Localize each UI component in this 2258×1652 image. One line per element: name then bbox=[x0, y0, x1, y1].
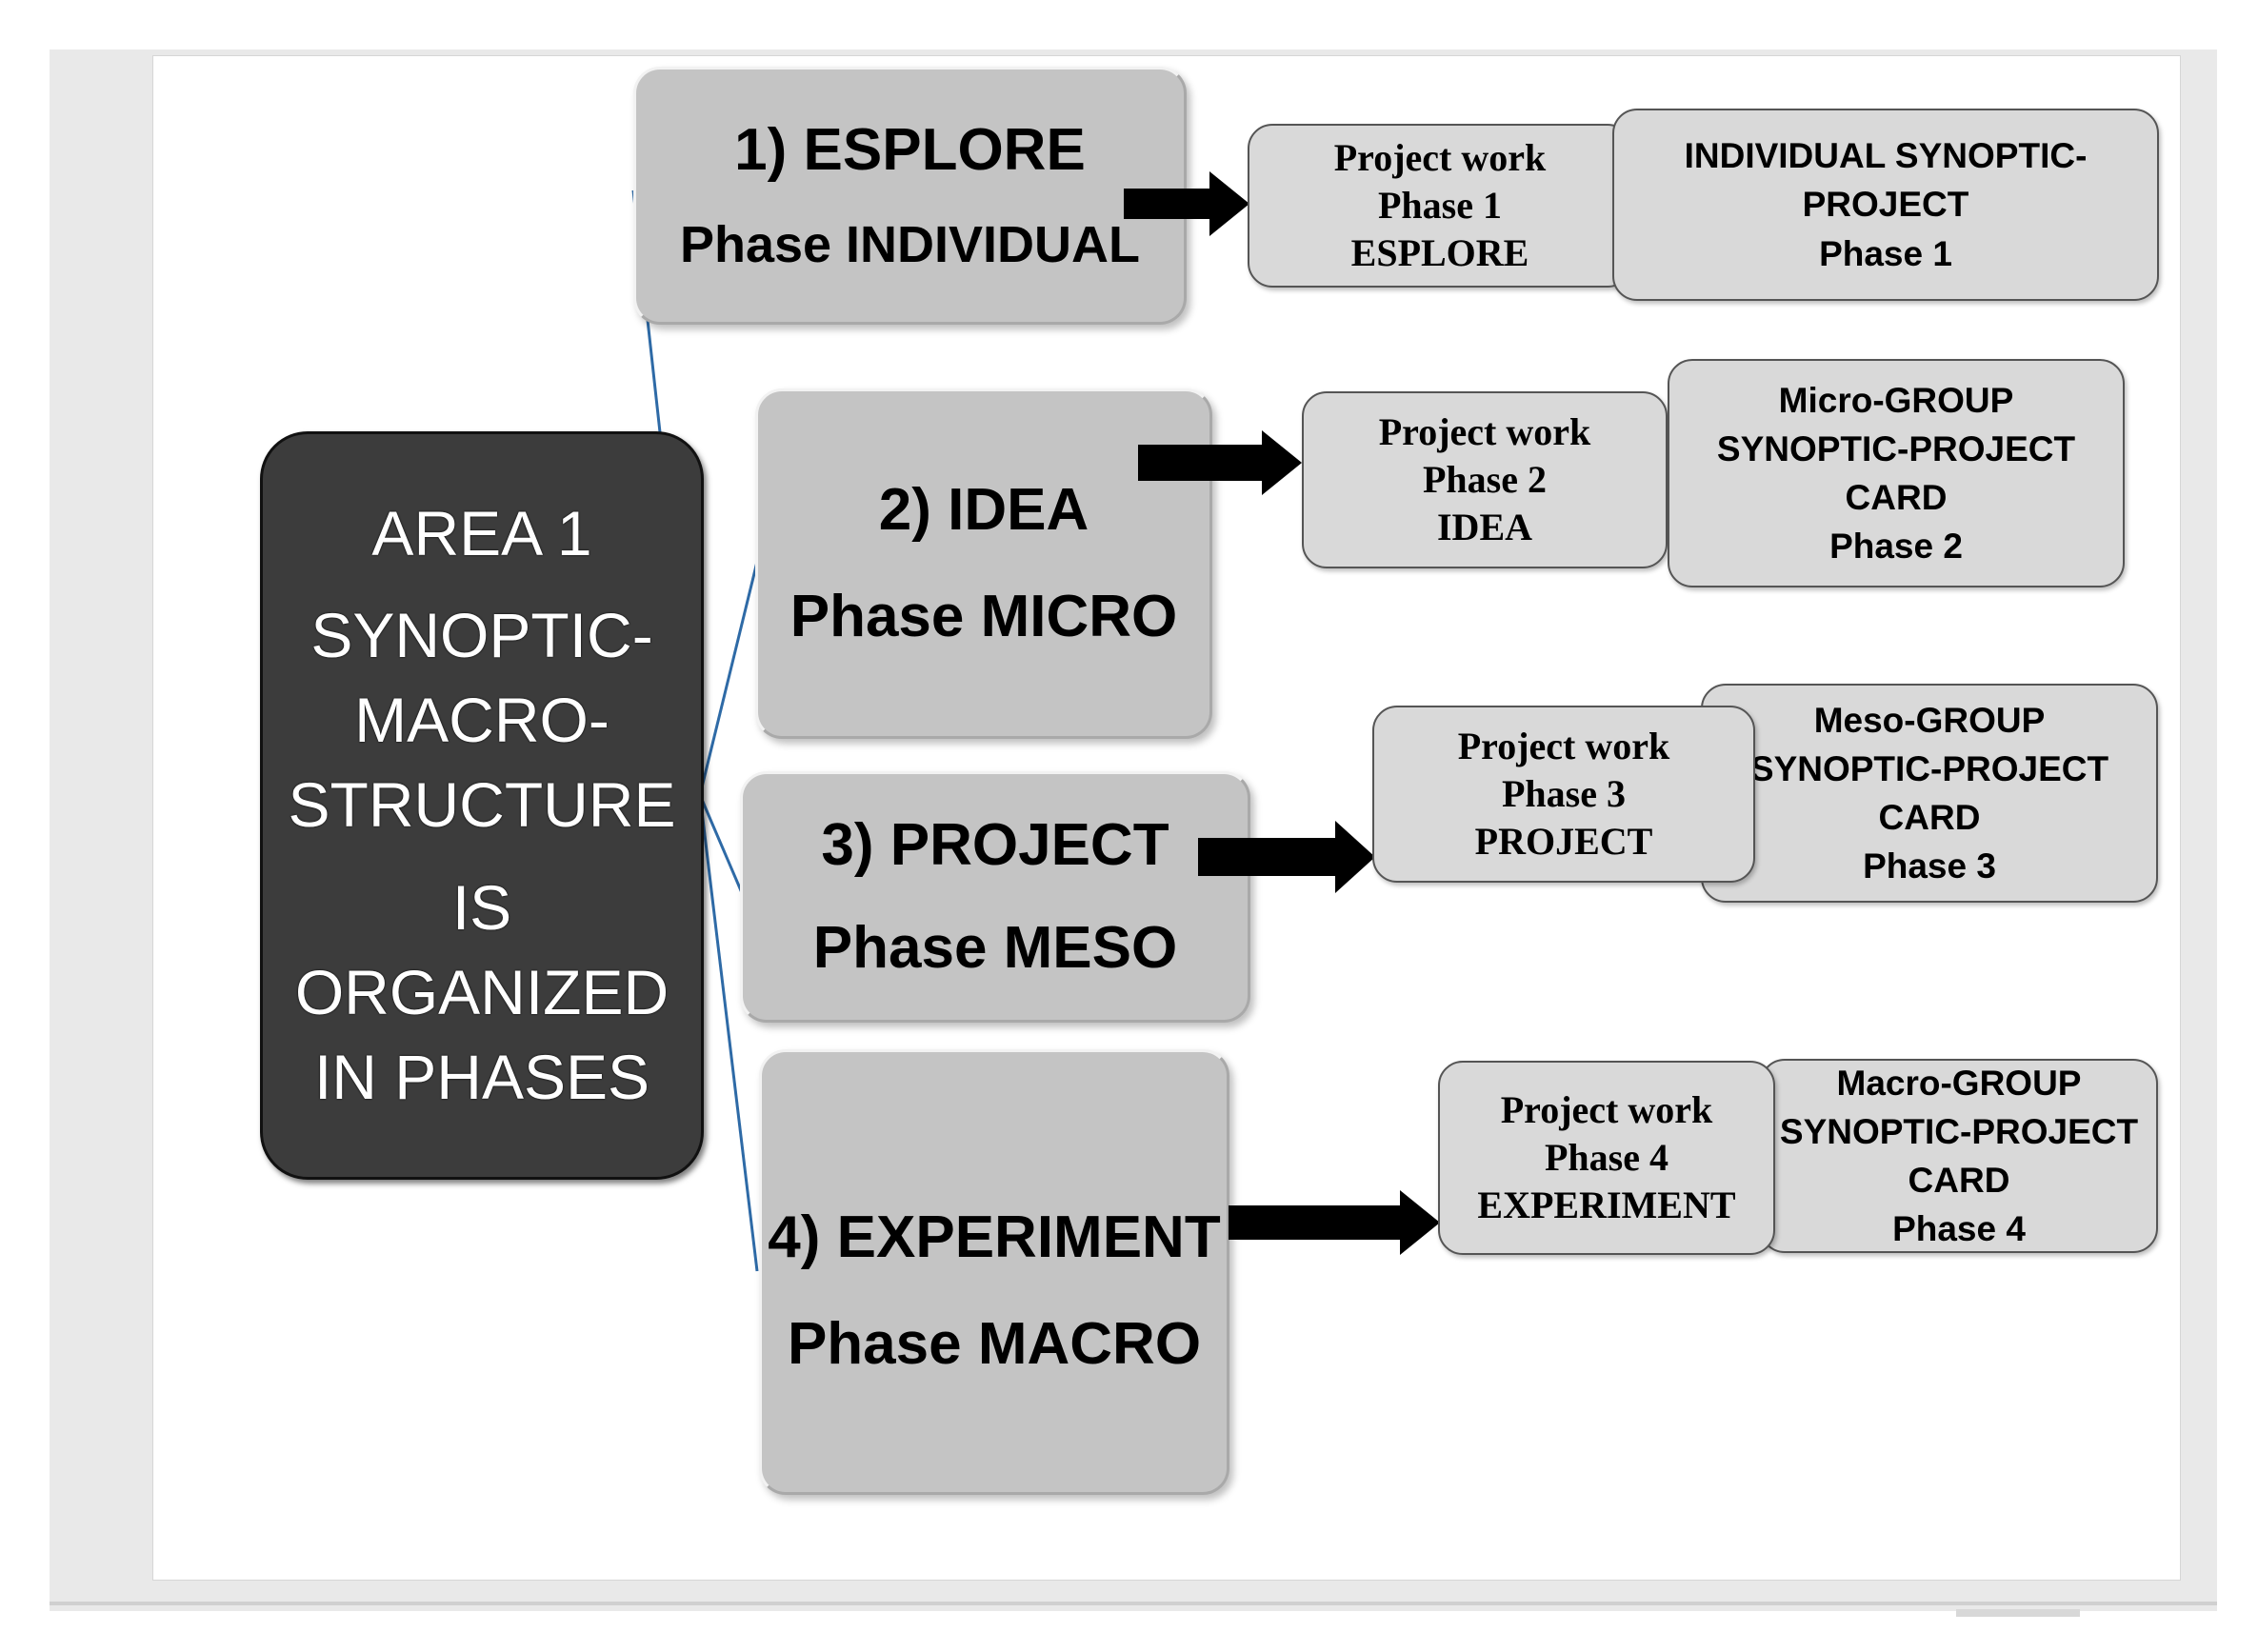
phase-box-1: 1) ESPLORE Phase INDIVIDUAL bbox=[633, 67, 1187, 325]
viewer-bottom-edge bbox=[50, 1602, 2217, 1605]
arrow-phase-4 bbox=[1229, 1188, 1440, 1257]
horizontal-scrollbar[interactable] bbox=[1956, 1609, 2080, 1617]
connector-phase-2 bbox=[698, 561, 759, 796]
arrow-phase-1 bbox=[1124, 171, 1249, 236]
phase-title: 4) EXPERIMENT bbox=[768, 1204, 1221, 1270]
central-tail: ORGANIZED IN PHASES bbox=[294, 956, 669, 1112]
phase-subtitle: Phase MESO bbox=[812, 915, 1178, 981]
project-work-card-4: Project work Phase 4 EXPERIMENT bbox=[1438, 1061, 1775, 1255]
phase-title: 1) ESPLORE bbox=[734, 116, 1086, 183]
connector-phase-3 bbox=[698, 794, 745, 896]
synoptic-card-1: INDIVIDUAL SYNOPTIC- PROJECT Phase 1 bbox=[1612, 109, 2159, 301]
project-work-card-3: Project work Phase 3 PROJECT bbox=[1372, 706, 1755, 883]
phase-subtitle: Phase INDIVIDUAL bbox=[679, 216, 1141, 274]
arrow-phase-3 bbox=[1198, 821, 1375, 893]
project-work-card-2: Project work Phase 2 IDEA bbox=[1302, 391, 1668, 568]
phase-box-4: 4) EXPERIMENT Phase MACRO bbox=[759, 1049, 1229, 1495]
project-work-card-1: Project work Phase 1 ESPLORE bbox=[1248, 124, 1632, 288]
phase-subtitle: Phase MACRO bbox=[787, 1311, 1202, 1377]
synoptic-card-2: Micro-GROUP SYNOPTIC-PROJECT CARD Phase … bbox=[1668, 359, 2125, 587]
central-title: AREA 1 bbox=[371, 498, 592, 569]
central-is: IS bbox=[451, 871, 512, 943]
synoptic-card-3: Meso-GROUP SYNOPTIC-PROJECT CARD Phase 3 bbox=[1701, 684, 2158, 903]
connector-phase-4 bbox=[698, 794, 759, 1272]
phase-title: 3) PROJECT bbox=[821, 811, 1169, 878]
phase-title: 2) IDEA bbox=[878, 476, 1089, 543]
central-body: SYNOPTIC- MACRO- STRUCTURE bbox=[288, 600, 676, 841]
phase-subtitle: Phase MICRO bbox=[789, 584, 1178, 649]
central-area-box: AREA 1 SYNOPTIC- MACRO- STRUCTURE IS ORG… bbox=[260, 431, 704, 1180]
arrow-phase-2 bbox=[1138, 430, 1302, 495]
phase-box-2: 2) IDEA Phase MICRO bbox=[755, 388, 1212, 739]
phase-box-3: 3) PROJECT Phase MESO bbox=[740, 771, 1250, 1023]
synoptic-card-4: Macro-GROUP SYNOPTIC-PROJECT CARD Phase … bbox=[1760, 1059, 2158, 1253]
